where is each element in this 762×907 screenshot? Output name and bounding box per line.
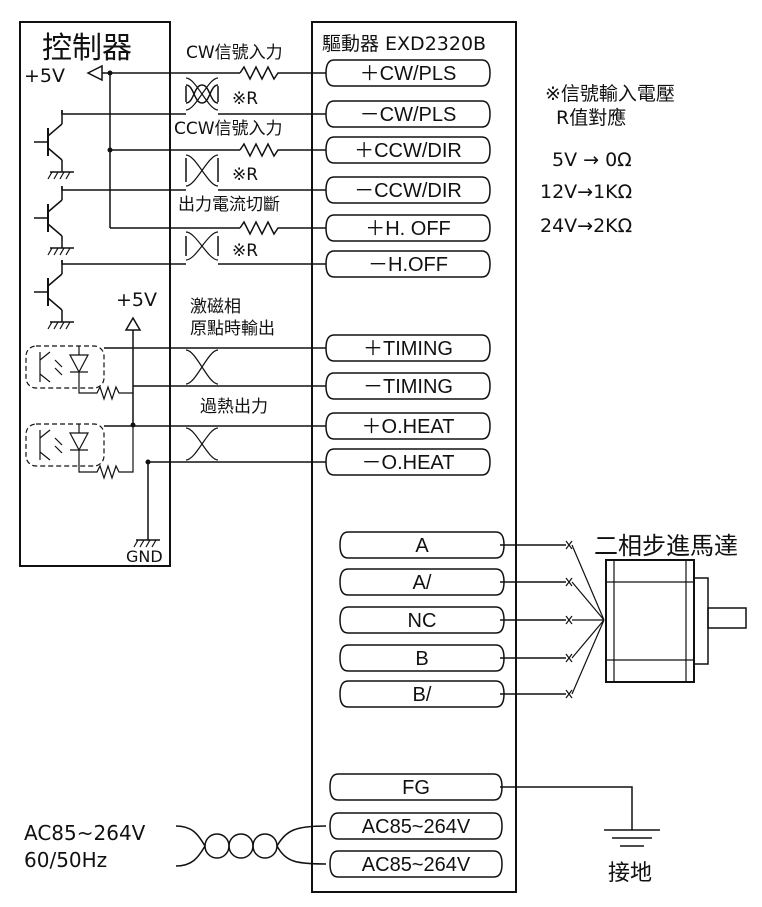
- controller-box: [19, 21, 171, 567]
- terminal-cw-minus: [325, 100, 491, 128]
- power-frequency: 60/50Hz: [24, 848, 107, 872]
- stepper-motor-icon: [605, 559, 747, 683]
- terminal-timing-minus: [325, 372, 491, 400]
- controller-vcc-label: +5V: [24, 65, 65, 87]
- overheat-signal-label: 過熱出力: [200, 397, 268, 417]
- driver-box: [311, 21, 517, 893]
- optocoupler-timing: [25, 345, 133, 401]
- controller-title: 控制器: [42, 31, 132, 66]
- terminal-power-0-label: FG: [402, 777, 430, 799]
- terminal-motor-4: [339, 680, 505, 708]
- motor-wires: [500, 540, 605, 699]
- terminal-power-2-label: AC85~264V: [362, 854, 471, 876]
- transistor-ccw: [33, 185, 75, 256]
- note-subtitle: R值對應: [556, 106, 626, 129]
- terminal-timing-minus-label: －TIMING: [363, 376, 453, 398]
- power-twisted-wire: [175, 825, 327, 867]
- terminal-motor-3-label: B: [415, 648, 428, 670]
- ground-label: 接地: [608, 861, 652, 886]
- transistor-hoff: [33, 259, 75, 330]
- terminal-timing-plus-label: ＋TIMING: [363, 338, 453, 360]
- terminal-power-1: [329, 812, 503, 840]
- cw-resistor-label: ※R: [232, 89, 258, 109]
- hoff-signal-label: 出力電流切斷: [178, 195, 280, 215]
- driver-title: 驅動器 EXD2320B: [322, 33, 486, 55]
- terminal-oheat-minus: [325, 448, 491, 476]
- terminal-cw-plus: [325, 59, 491, 87]
- terminal-motor-3: [339, 644, 505, 672]
- terminal-oheat-plus-label: ＋O.HEAT: [362, 416, 455, 438]
- controller-gnd-label: GND: [126, 547, 163, 566]
- terminal-oheat-minus-label: －O.HEAT: [362, 452, 455, 474]
- terminal-hoff-minus: [325, 250, 491, 278]
- vcc2-triangle-icon: [124, 316, 142, 331]
- ccw-resistor-label: ※R: [232, 165, 258, 185]
- terminal-motor-0-label: A: [415, 535, 429, 557]
- controller-vcc2-label: +5V: [116, 289, 157, 311]
- terminal-timing-plus: [325, 334, 491, 362]
- transistor-cw: [33, 109, 75, 180]
- terminal-hoff-minus-label: －H.OFF: [368, 254, 448, 276]
- vcc-triangle-icon: [86, 64, 103, 82]
- driver-terminals: ＋CW/PLS －CW/PLS ＋CCW/DIR －CCW/DIR ＋H. OFF －H.…: [325, 59, 505, 878]
- power-voltage: AC85~264V: [24, 821, 146, 845]
- timing-signal-line1: 激磁相: [190, 297, 241, 317]
- note-row-1: 5V → 0Ω: [552, 149, 632, 171]
- terminal-power-2: [329, 850, 503, 878]
- terminal-motor-1-label: A/: [413, 572, 432, 594]
- cw-signal-label: CW信號入力: [186, 43, 283, 63]
- terminal-motor-4-label: B/: [413, 684, 432, 706]
- terminal-ccw-plus: [325, 136, 491, 164]
- optocoupler-overheat: [25, 422, 136, 480]
- note-row-3: 24V→2KΩ: [540, 215, 632, 237]
- terminal-motor-0: [339, 531, 505, 559]
- terminal-hoff-plus: [325, 214, 491, 242]
- terminal-power-0: [329, 773, 503, 801]
- terminal-ccw-minus-label: －CCW/DIR: [354, 180, 462, 202]
- earth-ground-icon: [604, 829, 660, 847]
- terminal-motor-2-label: NC: [408, 610, 437, 632]
- terminal-cw-plus-label: ＋CW/PLS: [360, 63, 457, 85]
- timing-signal-line2: 原點時輸出: [190, 319, 275, 339]
- note-title: ※信號輸入電壓: [545, 83, 675, 105]
- terminal-cw-minus-label: －CW/PLS: [360, 104, 457, 126]
- hoff-resistor-label: ※R: [232, 241, 258, 261]
- ccw-signal-label: CCW信號入力: [174, 119, 283, 139]
- terminal-power-1-label: AC85~264V: [362, 816, 471, 838]
- motor-label: 二相步進馬達: [594, 532, 738, 560]
- terminal-motor-1: [339, 568, 505, 596]
- twisted-pair-markers: [185, 77, 219, 461]
- terminal-oheat-plus: [325, 412, 491, 440]
- terminal-ccw-plus-label: ＋CCW/DIR: [354, 140, 462, 162]
- terminal-hoff-plus-label: ＋H. OFF: [365, 218, 451, 240]
- note-row-2: 12V→1KΩ: [540, 181, 632, 203]
- terminal-ccw-minus: [325, 176, 491, 204]
- terminal-motor-2: [339, 606, 505, 634]
